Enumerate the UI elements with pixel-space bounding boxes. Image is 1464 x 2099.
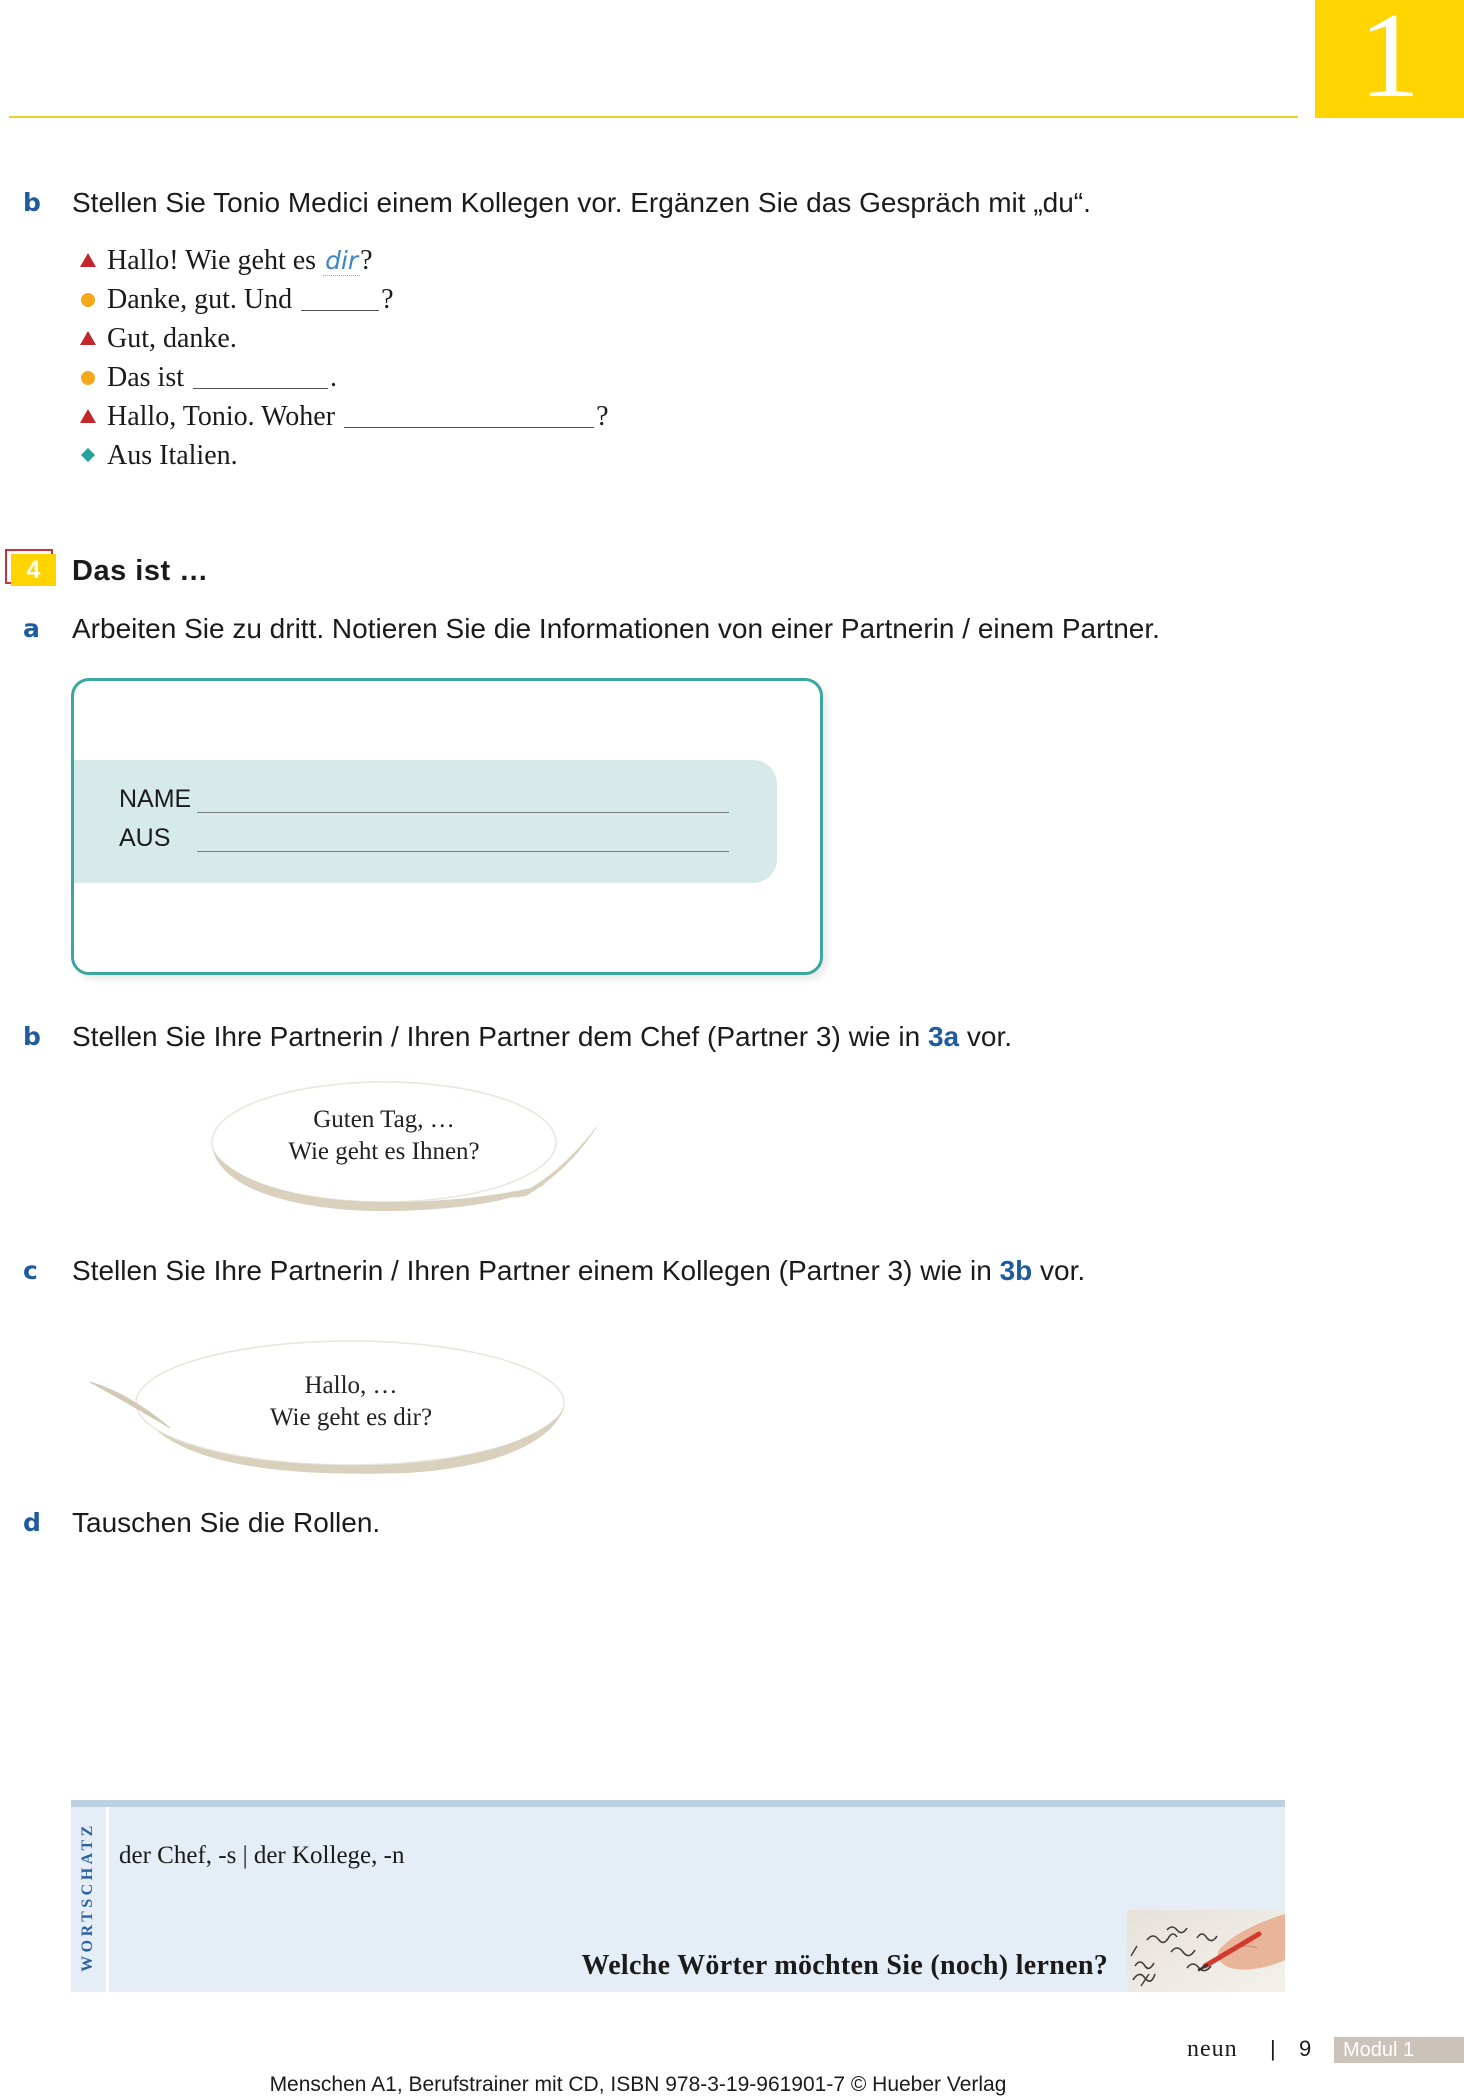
dialog-text: Das ist	[107, 362, 191, 393]
name-label: NAME	[119, 785, 192, 813]
dialog-line: Hallo! Wie geht es dir?	[80, 241, 780, 280]
answer-blank	[301, 310, 380, 311]
dialog: Hallo! Wie geht es dir? Danke, gut. Und …	[80, 241, 780, 475]
dialog-line: Hallo, Tonio. Woher ?	[80, 397, 780, 436]
from-line	[197, 851, 729, 852]
info-card: NAME AUS	[71, 678, 823, 975]
handwritten-answer: dir	[323, 246, 361, 276]
dialog-text-end: ?	[360, 245, 373, 276]
bubble-line: Hallo, …	[304, 1372, 398, 1399]
dialog-text: Gut, danke.	[107, 323, 237, 354]
dialog-line: Das ist .	[80, 358, 780, 397]
info-card-band: NAME AUS	[74, 760, 777, 883]
instruction-text: Stellen Sie Ihre Partnerin / Ihren Partn…	[72, 1255, 1000, 1286]
wortschatz-label: WORTSCHATZ	[79, 1822, 96, 1972]
task-label-4b: b	[23, 1022, 41, 1051]
instruction-4a: Arbeiten Sie zu dritt. Notieren Sie die …	[72, 613, 1160, 644]
module-tag: Modul 1	[1334, 2037, 1464, 2063]
module-label: Modul 1	[1343, 2039, 1415, 2061]
dialog-text-end: ?	[596, 401, 609, 432]
dialog-text: Danke, gut. Und	[107, 284, 300, 315]
bubble-line: Wie geht es dir?	[269, 1404, 433, 1431]
task-label-3b: b	[23, 188, 41, 217]
orange-circle-icon	[80, 280, 96, 319]
page-number-word: neun	[1187, 2036, 1238, 2062]
handwriting-illustration-icon	[1127, 1910, 1285, 1992]
dialog-text: Hallo! Wie geht es	[107, 245, 324, 276]
answer-blank	[344, 427, 595, 428]
dialog-text: Aus Italien.	[107, 440, 238, 471]
speech-bubble-icon	[89, 1340, 565, 1474]
chapter-tab: 1	[1315, 0, 1464, 118]
vocabulary-prompt: Welche Wörter möchten Sie (noch) lernen?	[581, 1950, 1108, 1981]
instruction-text-end: vor.	[959, 1021, 1013, 1052]
dialog-text: Hallo, Tonio. Woher	[107, 401, 343, 432]
speech-bubble-icon	[211, 1081, 600, 1212]
exercise-number-badge: 4	[11, 554, 56, 586]
from-label: AUS	[119, 824, 171, 852]
dialog-text-end: ?	[381, 284, 394, 315]
task-label-4c: c	[23, 1256, 38, 1285]
page-number: 9	[1299, 2036, 1312, 2061]
dialog-line: Aus Italien.	[80, 436, 780, 475]
bubble-line: Wie geht es Ihnen?	[288, 1138, 480, 1165]
red-triangle-icon	[80, 241, 96, 280]
instruction-4d: Tauschen Sie die Rollen.	[72, 1507, 381, 1538]
task-label-4a: a	[23, 614, 40, 643]
orange-circle-icon	[80, 358, 96, 397]
instruction-3b: Stellen Sie Tonio Medici einem Kollegen …	[72, 187, 1091, 218]
name-line	[197, 812, 729, 813]
wortschatz-box: WORTSCHATZ der Chef, -s | der Kollege, -…	[71, 1800, 1285, 1992]
vocabulary-entries: der Chef, -s | der Kollege, -n	[119, 1842, 405, 1869]
copyright-line: Menschen A1, Berufstrainer mit CD, ISBN …	[269, 2073, 1007, 2096]
dialog-text-end: .	[330, 362, 337, 393]
dialog-line: Gut, danke.	[80, 319, 780, 358]
instruction-text: Stellen Sie Ihre Partnerin / Ihren Partn…	[72, 1021, 928, 1052]
exercise-reference: 3a	[927, 1021, 960, 1052]
red-triangle-icon	[80, 397, 96, 436]
chapter-number: 1	[1359, 0, 1420, 123]
dialog-line: Danke, gut. Und ?	[80, 280, 780, 319]
answer-blank	[193, 388, 328, 389]
instruction-text-end: vor.	[1032, 1255, 1086, 1286]
instruction-4c: Stellen Sie Ihre Partnerin / Ihren Partn…	[72, 1254, 1085, 1288]
exercise-reference: 3b	[999, 1255, 1033, 1286]
page-separator: |	[1270, 2036, 1276, 2061]
instruction-4b: Stellen Sie Ihre Partnerin / Ihren Partn…	[72, 1020, 1012, 1054]
wortschatz-divider	[106, 1807, 109, 1992]
header-rule	[9, 116, 1298, 118]
red-triangle-icon	[80, 319, 96, 358]
exercise-title: Das ist …	[72, 555, 209, 587]
wortschatz-top-bar	[71, 1800, 1285, 1807]
bubble-line: Guten Tag, …	[313, 1106, 455, 1133]
teal-diamond-icon	[80, 436, 96, 475]
task-label-4d: d	[23, 1508, 41, 1537]
